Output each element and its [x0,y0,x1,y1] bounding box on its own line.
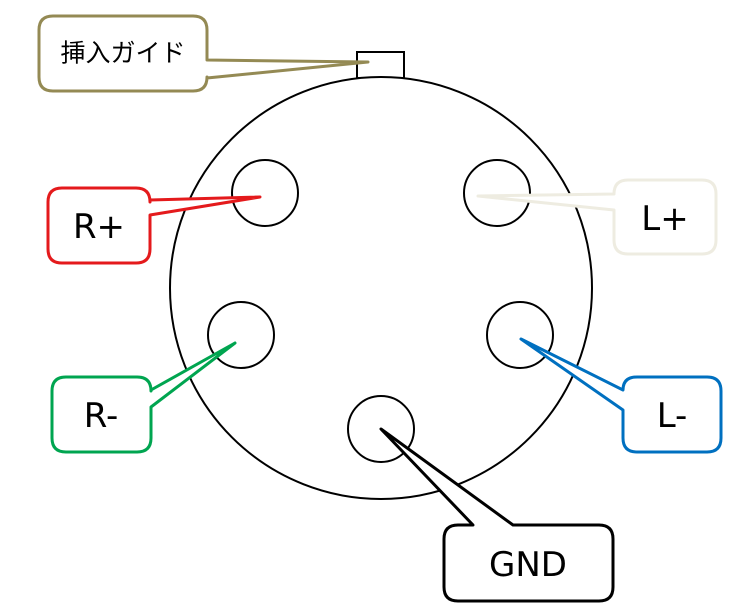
callout-r-minus-label: R- [84,396,119,436]
callout-r-plus-shape [46,186,262,265]
callout-insert-guide: 挿入ガイド [37,14,370,93]
callout-r-minus: R- [50,341,237,454]
callout-l-plus-shape [476,178,718,256]
key-tab [356,51,405,79]
callout-l-plus-label: L+ [641,199,688,239]
pin-l-minus [486,301,554,369]
pin-r-plus [231,159,299,227]
callout-r-minus-shape [50,341,237,454]
callout-gnd-shape [379,427,615,603]
callout-l-minus: L- [519,337,723,454]
callout-insert-guide-label: 挿入ガイド [60,39,185,68]
callout-r-plus-label: R+ [73,207,125,247]
callout-r-plus: R+ [46,186,262,265]
callout-l-plus: L+ [476,178,718,256]
callout-gnd-label: GND [489,545,567,585]
callout-l-minus-shape [519,337,723,454]
pin-r-minus [207,301,275,369]
pin-l-plus [463,159,531,227]
callout-l-minus-label: L- [657,396,688,436]
callout-gnd: GND [379,427,615,603]
callout-insert-guide-shape [37,14,370,93]
